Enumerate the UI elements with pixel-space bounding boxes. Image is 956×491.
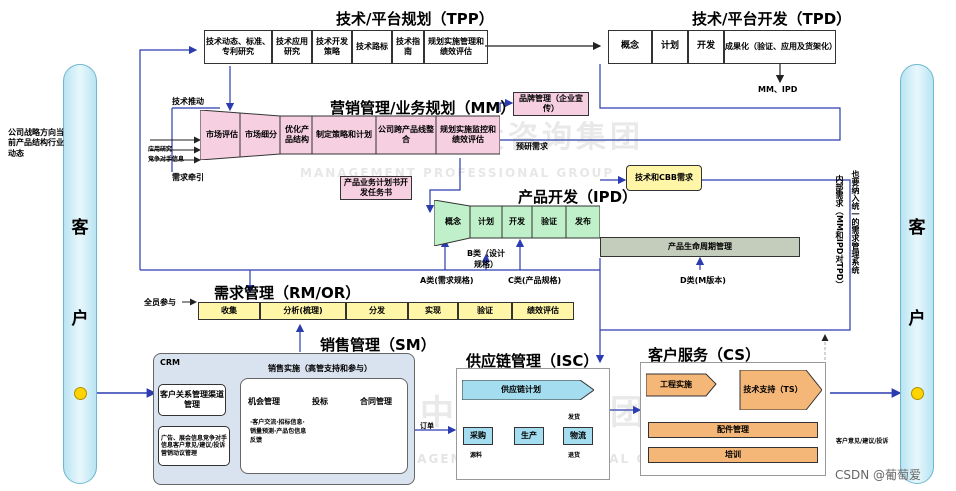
unified-note: 也要纳入统一的需求管理系统 <box>851 170 860 274</box>
cs-top-shape <box>646 370 822 410</box>
sm-title: 销售管理（SM） <box>320 336 436 354</box>
mm-step-4: 制定策略和计划 <box>316 130 372 139</box>
crm-label: CRM <box>160 358 180 367</box>
mm-step-2: 市场细分 <box>245 130 277 139</box>
customer-right-char1: 客 <box>908 217 926 238</box>
plan-book-box: 产品业务计划书开发任务书 <box>340 176 412 200</box>
customer-left-node <box>74 387 87 400</box>
c-label: C类(产品规格) <box>508 276 562 285</box>
demand-pull-label: 需求牵引 <box>172 173 204 182</box>
sales-flow-1: 机会管理 <box>248 397 280 406</box>
isc-plan-label: 供应链计划 <box>501 385 541 394</box>
customer-left-char2: 户 <box>71 309 89 329</box>
customer-left: 客 户 <box>63 64 97 484</box>
rm-step-1: 收集 <box>198 302 260 320</box>
rm-row: 收集 分析(梳理) 分发 实现 验证 绩效评估 <box>198 302 574 320</box>
mm-step-5: 公司跨产品线整合 <box>378 125 434 144</box>
rm-step-4: 实现 <box>408 302 458 320</box>
crm-box: 客户关系管理渠道管理 <box>158 384 226 416</box>
competitor-info-label: 竞争对手信息 <box>148 156 185 163</box>
tpd-item-2: 计划 <box>652 30 688 64</box>
tpp-item-5: 技术指南 <box>392 30 424 64</box>
strategy-note: 公司战略方向当前产品结构行业动态 <box>8 128 64 158</box>
tech-push-label: 技术推动 <box>172 97 204 106</box>
d-label: D类(M版本) <box>680 276 726 285</box>
tpp-row: 技术动态、标准、专利研究 技术应用研究 技术开发策略 技术路标 技术指南 规划实… <box>204 30 488 64</box>
sales-flow-3: 合同管理 <box>360 397 392 406</box>
cs-tech-support: 技术支持（TS） <box>743 385 803 394</box>
rm-step-6: 绩效评估 <box>512 302 574 320</box>
tpd-output: MM、IPD <box>758 85 798 94</box>
cs-engineering: 工程实施 <box>660 380 692 389</box>
isc-item-2: 生产 <box>514 427 544 445</box>
cs-title: 客户服务（CS） <box>648 346 761 364</box>
mm-funnel-shape <box>200 110 500 160</box>
rm-step-3: 分发 <box>346 302 408 320</box>
sales-box <box>240 378 408 474</box>
mm-step-6: 规划实施监控和绩效评估 <box>440 125 496 144</box>
plm-box: 产品生命周期管理 <box>600 237 800 257</box>
isc-return-label: 退货 <box>568 452 581 459</box>
mm-step-1: 市场评估 <box>206 130 238 139</box>
a-label: A类(需求规格) <box>420 276 474 285</box>
ipd-phase-4: 验证 <box>541 217 557 226</box>
customer-right-node <box>911 387 924 400</box>
ipd-title: 产品开发（IPD） <box>518 188 638 206</box>
tpp-item-6: 规划实施管理和绩效评估 <box>424 30 488 64</box>
cbb-box: 技术和CBB需求 <box>626 165 702 191</box>
isc-plan-shape <box>462 380 594 400</box>
customer-right-char2: 户 <box>908 309 926 329</box>
ipd-phase-3: 开发 <box>509 217 525 226</box>
tpp-item-4: 技术路标 <box>352 30 392 64</box>
tpd-item-1: 概念 <box>608 30 652 64</box>
tpd-title: 技术/平台开发（TPD） <box>692 10 852 28</box>
ipd-shape <box>434 200 600 246</box>
rm-step-2: 分析(梳理) <box>260 302 346 320</box>
rm-title: 需求管理（RM/OR） <box>214 284 361 302</box>
sales-title: 销售实施（高管支持和参与） <box>268 364 372 373</box>
mm-step-3: 优化产品结构 <box>285 125 309 144</box>
isc-ship-label: 发货 <box>568 414 581 421</box>
ipd-phase-2: 计划 <box>478 217 494 226</box>
customer-right: 客 户 <box>900 64 934 484</box>
customer-left-char1: 客 <box>71 217 89 238</box>
tpp-item-3: 技术开发策略 <box>312 30 352 64</box>
mm-title: 营销管理/业务规划（MM） <box>330 99 516 117</box>
tpd-item-4: 成果化（验证、应用及货架化） <box>724 30 837 64</box>
isc-source-label: 源料 <box>470 452 483 459</box>
sales-details: ·客户交流·招标信息·销量预测·产品包信息反馈 <box>250 419 307 444</box>
internal-note: 内部需求（MM和IPD对TPD） <box>835 175 844 289</box>
tpp-title: 技术/平台规划（TPP） <box>336 10 494 28</box>
ipd-phase-1: 概念 <box>445 217 461 226</box>
isc-title: 供应链管理（ISC） <box>466 352 599 370</box>
order-label: 订单 <box>420 422 434 430</box>
rm-step-5: 验证 <box>458 302 512 320</box>
ipd-phase-5: 发布 <box>575 217 591 226</box>
cs-training: 培训 <box>648 447 818 463</box>
brand-box: 品牌管理（企业宣传） <box>513 92 589 116</box>
prereq-label: 预研需求 <box>516 142 548 151</box>
isc-item-3: 物流 <box>563 427 593 445</box>
isc-item-1: 采购 <box>463 427 493 445</box>
ads-box: 广告、展会信息竞争对手信息客户意见/建议/投诉营销动议管理 <box>158 426 230 466</box>
cs-parts: 配件管理 <box>648 422 818 438</box>
all-staff-label: 全员参与 <box>144 298 176 307</box>
app-research-label: 应用研究 <box>148 146 173 153</box>
sales-flow-2: 投标 <box>312 397 328 406</box>
tpd-item-3: 开发 <box>688 30 724 64</box>
credit-label: CSDN @葡萄爱 <box>835 468 922 482</box>
tpp-item-1: 技术动态、标准、专利研究 <box>204 30 272 64</box>
cs-feedback: 客户意见/建议/投诉 <box>836 438 889 445</box>
tpp-item-2: 技术应用研究 <box>272 30 312 64</box>
tpd-row: 概念 计划 开发 成果化（验证、应用及货架化） <box>608 30 837 64</box>
b-label: B类（设计规格） <box>466 249 506 269</box>
